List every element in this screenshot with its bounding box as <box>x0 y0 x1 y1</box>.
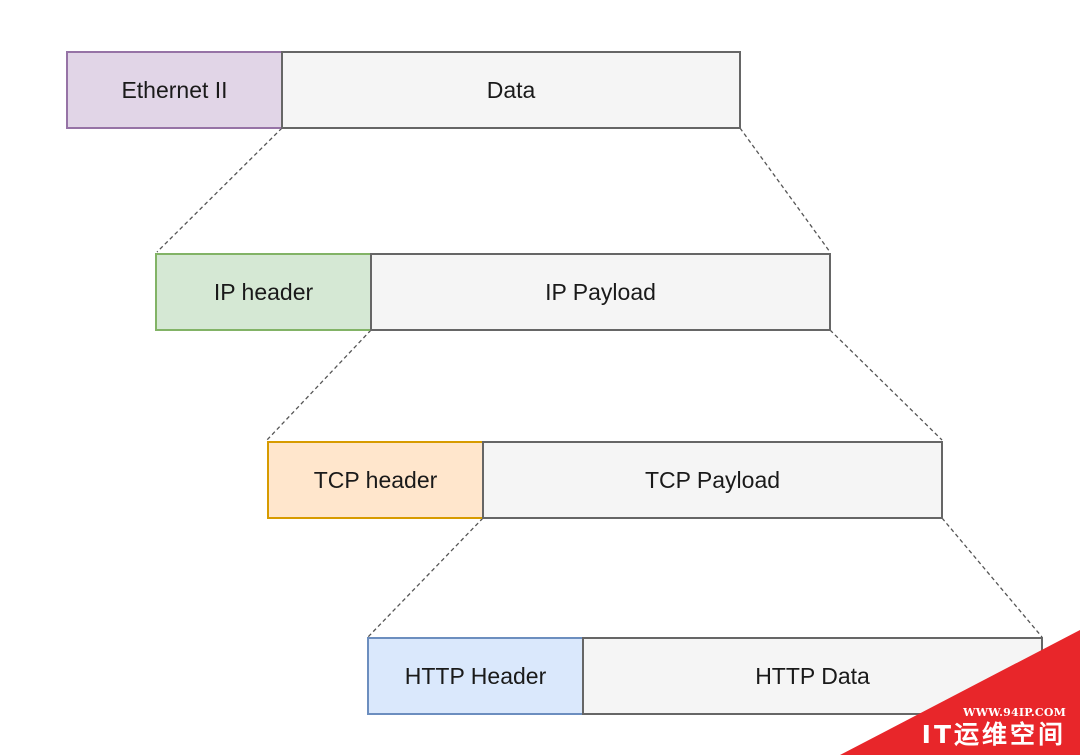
ethernet-header-box: Ethernet II <box>66 51 283 129</box>
http-header-box: HTTP Header <box>367 637 584 715</box>
connector-ip-to-tcp-left <box>266 329 372 441</box>
ip-payload-label: IP Payload <box>545 278 656 305</box>
ip-payload-box: IP Payload <box>370 253 831 331</box>
connector-eth-to-ip-left <box>156 127 283 253</box>
tcp-header-box: TCP header <box>267 441 484 519</box>
http-data-label: HTTP Data <box>755 662 870 689</box>
watermark: WWW.94IP.COM IT运维空间 <box>840 630 1080 755</box>
tcp-payload-label: TCP Payload <box>644 466 781 493</box>
watermark-name: IT运维空间 <box>921 720 1066 749</box>
watermark-url: WWW.94IP.COM <box>963 706 1066 719</box>
tcp-header-label: TCP header <box>313 466 438 493</box>
connector-ip-to-tcp-right <box>829 329 943 441</box>
tcp-payload-box: TCP Payload <box>482 441 943 519</box>
connector-tcp-to-http-right <box>941 517 1043 638</box>
ethernet-data-label: Data <box>486 76 536 103</box>
ethernet-data-box: Data <box>281 51 741 129</box>
ip-header-box: IP header <box>155 253 372 331</box>
ip-header-label: IP header <box>213 278 314 305</box>
watermark-red-triangle <box>840 630 1080 755</box>
http-header-label: HTTP Header <box>404 662 547 689</box>
connector-tcp-to-http-left <box>367 517 484 638</box>
ethernet-header-label: Ethernet II <box>121 76 228 103</box>
connector-eth-to-ip-right <box>739 127 831 253</box>
